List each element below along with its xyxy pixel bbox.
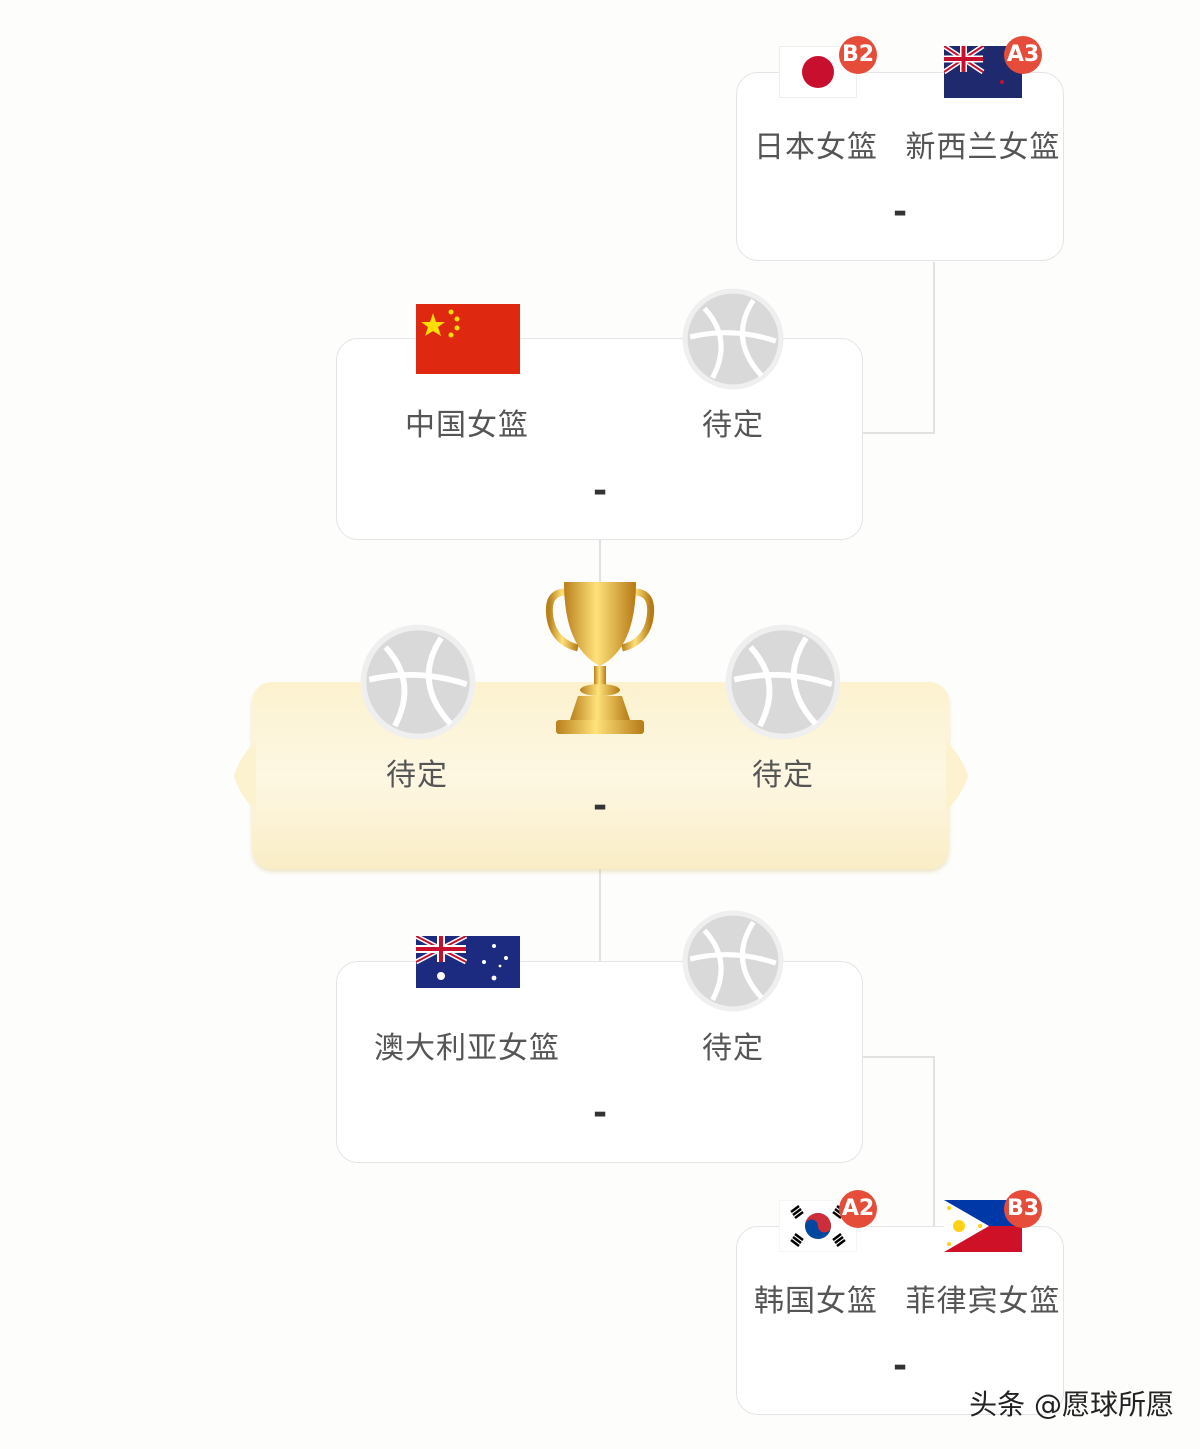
china-flag-icon [416,304,520,374]
australia-flag-icon [416,936,520,988]
connector-line [599,868,601,962]
team-name: 待定 [702,408,764,443]
band-notch-right [946,740,968,812]
team-name: 韩国女篮 [754,1284,878,1319]
match-score: - [592,1093,608,1133]
basketball-placeholder-icon [725,624,841,740]
team-name: 待定 [752,758,814,793]
match-score: - [592,471,608,511]
seed-badge: B2 [839,36,877,74]
team-name: 待定 [702,1031,764,1066]
match-score: - [892,1346,908,1386]
connector-line [862,1056,935,1058]
team-name: 中国女篮 [405,408,529,443]
basketball-placeholder-icon [682,910,784,1012]
seed-badge: B3 [1004,1190,1042,1228]
seed-badge: A2 [839,1190,877,1228]
south-korea-flag-icon [779,1200,857,1252]
connector-line [933,1056,935,1226]
team-name: 新西兰女篮 [905,130,1061,165]
band-notch-left [234,740,256,812]
trophy-icon [545,582,655,734]
basketball-placeholder-icon [682,288,784,390]
team-name: 日本女篮 [754,130,878,165]
team-name: 澳大利亚女篮 [374,1031,560,1066]
team-name: 待定 [386,758,448,793]
team-name: 菲律宾女篮 [905,1284,1061,1319]
connector-line [862,432,935,434]
seed-badge: A3 [1004,36,1042,74]
connector-line [933,262,935,434]
match-card-top[interactable] [736,72,1064,261]
match-card-semi-bottom[interactable] [336,961,863,1163]
match-score: - [592,786,608,826]
basketball-placeholder-icon [360,624,476,740]
match-card-bottom[interactable] [736,1226,1064,1415]
match-score: - [892,192,908,232]
watermark: 头条 @愿球所愿 [969,1388,1174,1421]
